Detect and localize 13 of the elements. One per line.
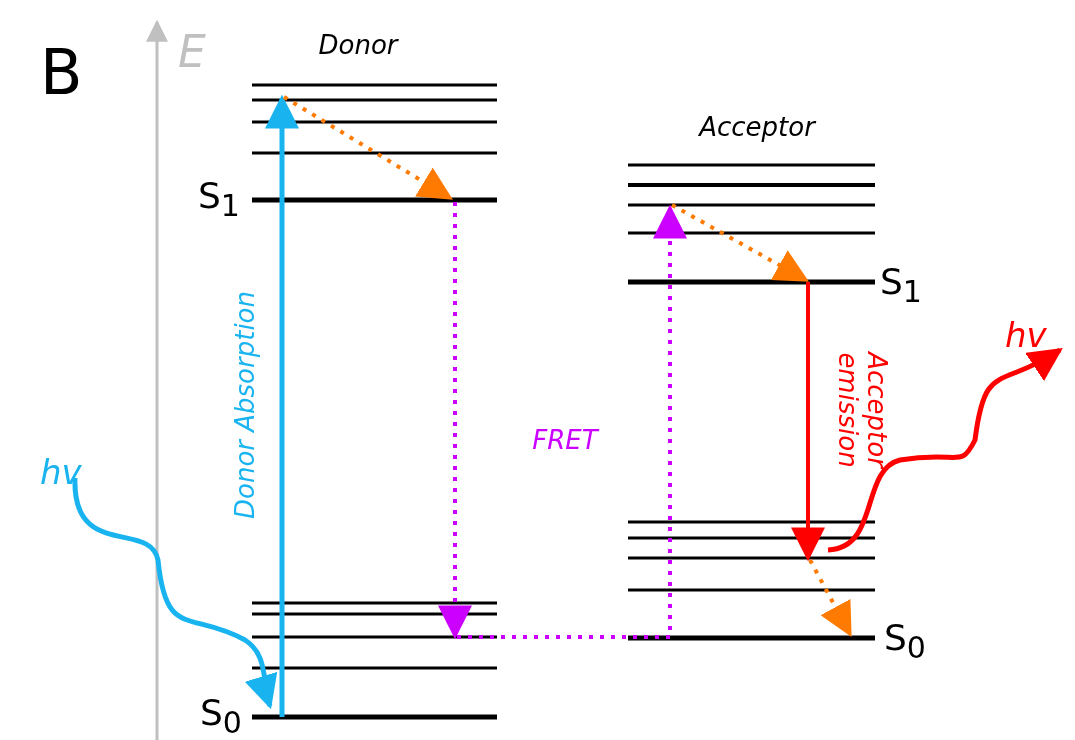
photon-label: hv [1005,318,1047,352]
transition-label: Donor Absorption [232,291,258,519]
molecule-label: Donor [318,32,398,58]
state-label: S$_{1}$ [880,264,922,308]
transition-label: Acceptor emission [833,350,891,471]
state-label: S$_{1}$ [198,178,240,222]
photon-label: hv [40,455,82,489]
panel-letter: B [40,42,83,104]
molecule-label: Acceptor [699,114,815,140]
axis-label: E [178,30,206,74]
state-label: S$_{0}$ [200,695,242,739]
transition-label: FRET [532,427,598,453]
state-label: S$_{0}$ [884,620,926,664]
